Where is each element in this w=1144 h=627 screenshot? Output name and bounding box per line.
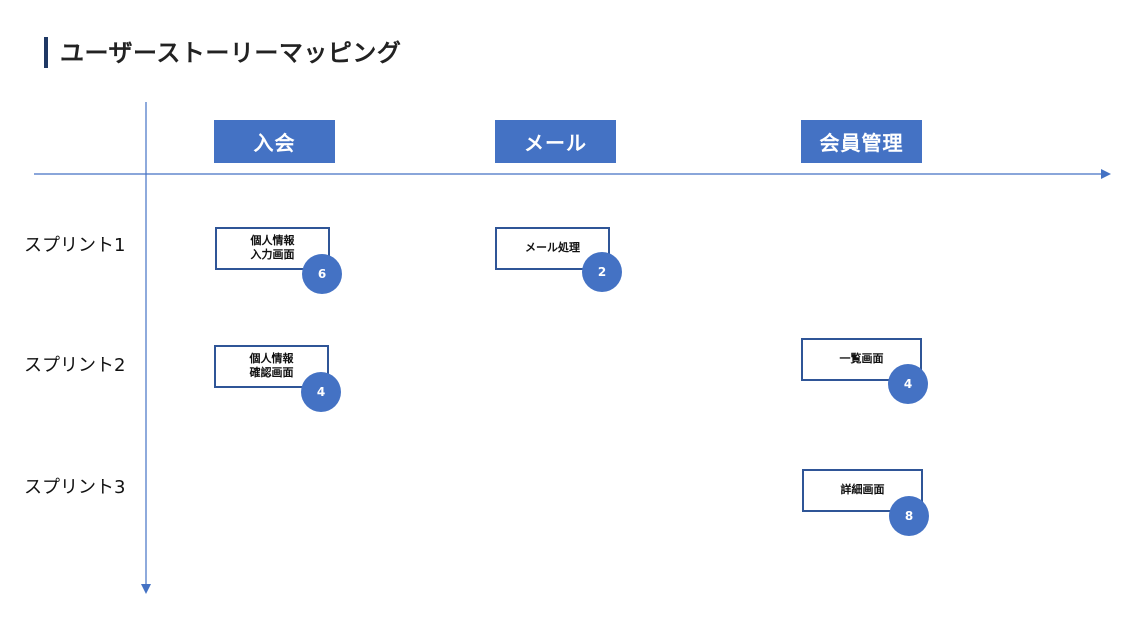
sprint-label-2: スプリント2 (24, 355, 126, 376)
title-accent-bar (44, 37, 48, 68)
story-points-badge: 4 (888, 364, 928, 404)
sprint-label-1: スプリント1 (24, 235, 126, 256)
story-points-badge: 4 (301, 372, 341, 412)
page-title: ユーザーストーリーマッピング (60, 39, 402, 67)
epic-header-nyukai: 入会 (214, 120, 335, 163)
story-points-badge: 8 (889, 496, 929, 536)
story-card[interactable]: 個人情報 入力画面 (215, 227, 330, 270)
vertical-axis-arrow-icon (141, 584, 151, 594)
epic-header-member-management: 会員管理 (801, 120, 922, 163)
story-points-badge: 6 (302, 254, 342, 294)
sprint-label-3: スプリント3 (24, 477, 126, 498)
epic-header-mail: メール (495, 120, 616, 163)
story-card[interactable]: メール処理 (495, 227, 610, 270)
horizontal-axis-arrow-icon (1101, 169, 1111, 179)
story-points-badge: 2 (582, 252, 622, 292)
